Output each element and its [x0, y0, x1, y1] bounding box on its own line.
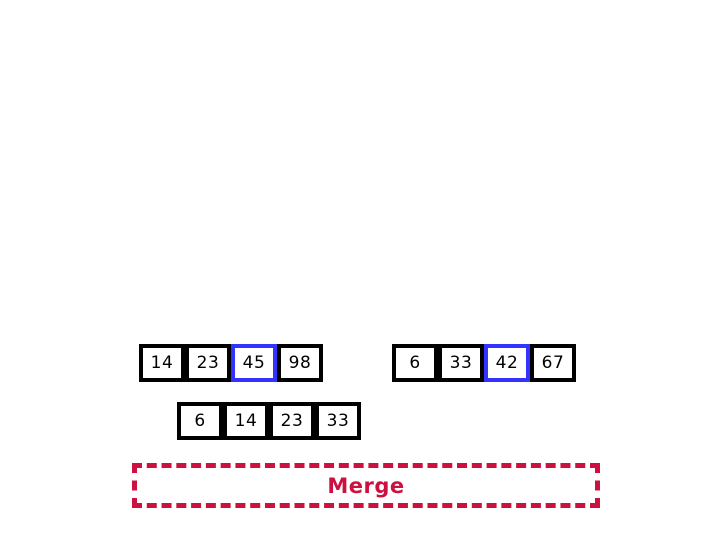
merge-banner: Merge	[132, 463, 600, 508]
left-subarray: 14 23 45 98	[139, 344, 323, 382]
array-cell[interactable]: 23	[269, 402, 315, 440]
array-cell-highlighted[interactable]: 45	[231, 344, 277, 382]
merge-label: Merge	[327, 473, 405, 498]
right-subarray: 6 33 42 67	[392, 344, 576, 382]
array-cell[interactable]: 23	[185, 344, 231, 382]
array-cell[interactable]: 33	[315, 402, 361, 440]
array-cell[interactable]: 14	[139, 344, 185, 382]
merged-output-array: 6 14 23 33	[177, 402, 361, 440]
array-cell[interactable]: 67	[530, 344, 576, 382]
array-cell[interactable]: 6	[392, 344, 438, 382]
array-cell[interactable]: 33	[438, 344, 484, 382]
array-cell-highlighted[interactable]: 42	[484, 344, 530, 382]
array-cell[interactable]: 98	[277, 344, 323, 382]
array-cell[interactable]: 6	[177, 402, 223, 440]
array-cell[interactable]: 14	[223, 402, 269, 440]
